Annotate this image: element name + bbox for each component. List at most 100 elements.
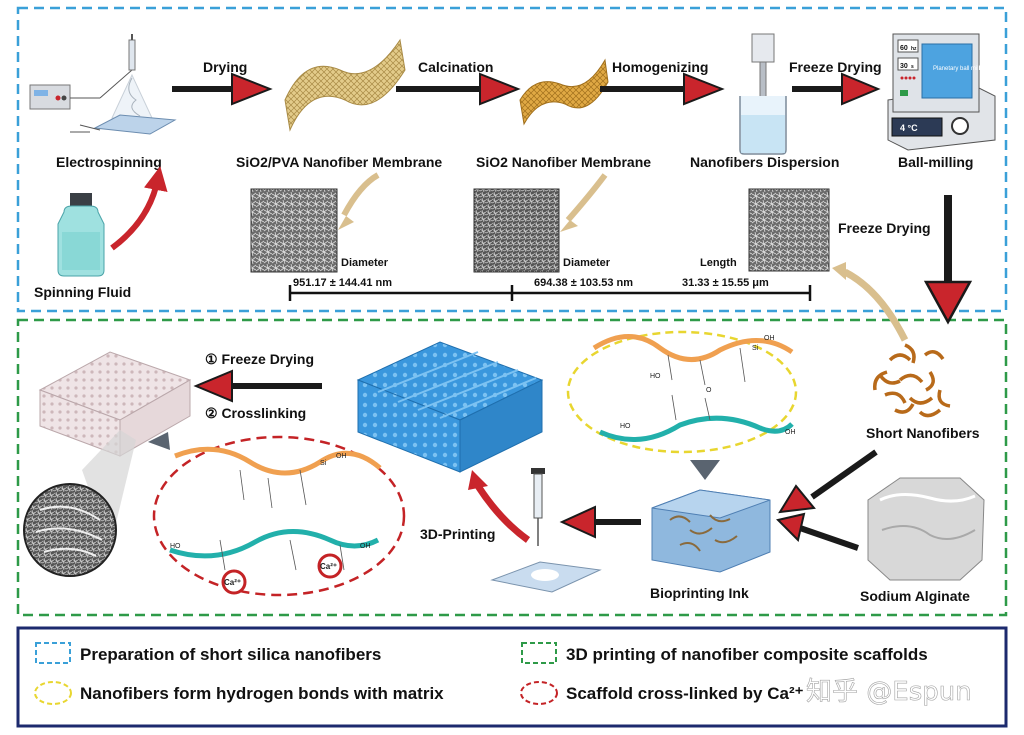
bottom-section-box xyxy=(16,318,1008,617)
sem-image-sio2 xyxy=(473,188,560,273)
arrow-label-homogenizing: Homogenizing xyxy=(612,59,708,75)
arrowhead-tan-1 xyxy=(338,216,354,230)
3d-printing-label: 3D-Printing xyxy=(420,526,495,542)
bioprinting-ink-label: Bioprinting Ink xyxy=(650,585,749,601)
measure-value-2: 694.38 ± 103.53 nm xyxy=(534,277,633,289)
step1-freeze-drying: ① Freeze Drying xyxy=(205,351,314,367)
ball-mill-temp: 4 °C xyxy=(900,123,918,133)
crosslink-to-scaffold-arrow xyxy=(148,432,170,450)
printer-nozzle-icon xyxy=(490,468,602,593)
sem-image-sio2-pva xyxy=(250,188,338,273)
nanofibers-to-sem-arrow xyxy=(843,268,909,342)
chem-ho-red: HO xyxy=(170,543,181,550)
step-label-ball-milling: Ball-milling xyxy=(898,154,973,170)
red-orange-chain xyxy=(174,446,382,476)
top-section-box xyxy=(16,6,1008,313)
measure-label-1: Diameter xyxy=(341,257,389,269)
ball-mill-hz-value: 60 xyxy=(900,45,908,52)
membrane-to-sem-arrow-2 xyxy=(565,173,608,222)
short-nanofibers-label: Short Nanofibers xyxy=(866,425,980,441)
chem-oh-red-2: OH xyxy=(360,543,371,550)
step-label-sio2: SiO2 Nanofiber Membrane xyxy=(476,154,651,170)
nanofibers-to-ink-arrow xyxy=(778,449,878,514)
chem-oh-red: OH xyxy=(336,453,347,460)
legend-swatch-blue xyxy=(35,642,71,664)
arrow-label-calcination: Calcination xyxy=(418,59,493,75)
ball-mill-screen-text: Planetary ball mill xyxy=(933,66,980,72)
step-label-sio2-pva: SiO2/PVA Nanofiber Membrane xyxy=(236,154,442,170)
short-nanofibers-icon xyxy=(873,343,951,418)
spinning-fluid-bottle-icon xyxy=(57,193,105,277)
arrowhead-tan-3 xyxy=(832,262,846,280)
legend-text-yellow: Nanofibers form hydrogen bonds with matr… xyxy=(80,684,444,703)
watermark: 知乎 @Espun xyxy=(806,677,972,707)
crosslink-ellipse xyxy=(152,435,406,597)
measure-value-1: 951.17 ± 144.41 nm xyxy=(293,277,392,289)
ellipse-to-ink-arrow xyxy=(690,460,720,480)
chem-oh-yellow-2: OH xyxy=(785,429,796,436)
step-label-electrospinning: Electrospinning xyxy=(56,154,162,170)
freeze-drying-down-label: Freeze Drying xyxy=(838,220,931,236)
measure-label-3: Length xyxy=(700,257,737,269)
blue-scaffold-icon xyxy=(356,341,544,473)
chem-si-yellow: Si xyxy=(752,345,759,352)
arrow-label-drying: Drying xyxy=(203,59,247,75)
sem-scaffold-lines xyxy=(35,505,103,557)
calcium-ion-2 xyxy=(317,553,343,579)
red-teal-chain xyxy=(169,529,380,559)
bioprinting-ink-icon xyxy=(651,489,771,573)
measure-label-2: Diameter xyxy=(563,257,611,269)
legend-swatch-green xyxy=(521,642,557,664)
chem-si-red: Si xyxy=(320,460,327,467)
sodium-alginate-icon xyxy=(867,477,985,581)
arrow-label-freeze-drying: Freeze Drying xyxy=(789,59,882,75)
sio2-pva-membrane-icon xyxy=(284,38,406,132)
membrane-to-sem-arrow-1 xyxy=(341,172,380,217)
legend-text-red: Scaffold cross-linked by Ca²⁺ xyxy=(566,684,804,703)
alginate-to-ink-arrow xyxy=(776,512,859,551)
sio2-membrane-icon xyxy=(519,58,609,126)
measure-value-3: 31.33 ± 15.55 μm xyxy=(682,277,769,289)
electrospinning-device-icon xyxy=(29,34,177,135)
blue-to-pink-scaffold-arrow xyxy=(193,369,322,403)
yellow-teal-chain xyxy=(598,415,794,443)
chem-ho-yellow-2: HO xyxy=(620,423,631,430)
zoom-cone xyxy=(82,430,136,548)
yellow-bonds xyxy=(667,347,746,421)
chem-o-yellow: O xyxy=(706,387,712,394)
calcination-arrow xyxy=(396,72,521,106)
ball-milling-down-arrow xyxy=(923,195,973,325)
legend-swatch-yellow xyxy=(34,681,72,705)
ball-mill-s-value: 30 xyxy=(900,63,908,70)
red-bonds xyxy=(219,469,345,571)
ink-to-printer-arrow xyxy=(559,505,641,539)
freeze-drying-arrow-top xyxy=(792,72,881,106)
legend-swatch-red xyxy=(520,681,558,705)
ball-mill-icon xyxy=(887,33,996,151)
calcium-ion-1 xyxy=(221,569,247,595)
legend-text-blue: Preparation of short silica nanofibers xyxy=(80,645,381,664)
spinning-fluid-label: Spinning Fluid xyxy=(34,284,131,300)
arrowhead-tan-2 xyxy=(560,220,578,232)
step-label-nanofibers-dispersion: Nanofibers Dispersion xyxy=(690,154,839,170)
ca-label-2: Ca²⁺ xyxy=(320,562,337,571)
legend-box xyxy=(16,626,1008,728)
chem-ho-yellow: HO xyxy=(650,373,661,380)
sodium-alginate-label: Sodium Alginate xyxy=(860,588,970,604)
drying-arrow xyxy=(172,72,273,106)
measurement-scale-line xyxy=(288,285,812,301)
bottle-to-electrospinning-arrow xyxy=(110,166,168,251)
printer-to-scaffold-arrow xyxy=(475,484,531,543)
arrowhead-red-curve xyxy=(468,470,488,490)
sem-image-short-fibers xyxy=(748,188,830,272)
hydrogen-bond-ellipse xyxy=(566,330,798,454)
ball-mill-s-unit: s xyxy=(911,64,914,70)
ball-mill-hz-unit: hz xyxy=(911,46,917,52)
yellow-orange-chain xyxy=(592,334,794,362)
homogenizing-arrow xyxy=(600,72,725,106)
homogenizer-beaker-icon xyxy=(739,33,787,155)
chem-oh-yellow: OH xyxy=(764,335,775,342)
step2-crosslinking: ② Crosslinking xyxy=(205,405,306,421)
legend-text-green: 3D printing of nanofiber composite scaff… xyxy=(566,645,928,664)
